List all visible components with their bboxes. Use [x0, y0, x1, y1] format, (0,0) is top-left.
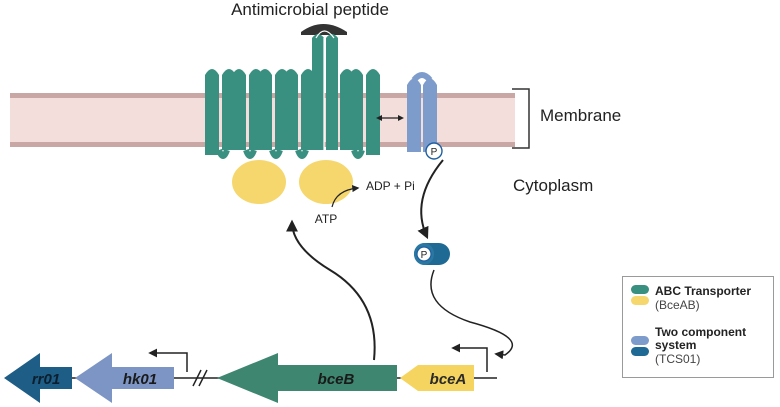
tcs-dark-swatch [631, 347, 649, 356]
interaction-double-arrow [376, 115, 404, 121]
legend-item-abc-transporter: ABC Transporter (BceAB) [631, 285, 751, 312]
bceB-transporter [205, 30, 380, 159]
legend-abc-sub: (BceAB) [655, 298, 700, 312]
response-regulator: P [414, 243, 450, 265]
legend-tcs-title-line2: system [655, 338, 697, 352]
legend-abc-title: ABC Transporter [655, 284, 752, 298]
svg-text:hk01: hk01 [123, 371, 157, 388]
gene-bceB: bceB [217, 353, 397, 403]
activation-arrow [430, 269, 513, 360]
promoter-hk01 [148, 348, 188, 372]
gene-hk01: hk01 [75, 353, 174, 403]
svg-text:bceA: bceA [430, 371, 467, 388]
abc-green-swatch [631, 285, 649, 294]
membrane-label: Membrane [540, 106, 621, 125]
cytoplasm-label: Cytoplasm [513, 176, 593, 195]
adp-pi-label: ADP + Pi [366, 179, 415, 193]
legend: ABC Transporter (BceAB) Two component sy… [622, 276, 774, 378]
phosphotransfer-arrow [417, 159, 444, 240]
antimicrobial-peptide [301, 24, 347, 35]
hk-phosphate: P [425, 142, 443, 160]
svg-text:P: P [431, 147, 438, 158]
svg-text:P: P [421, 250, 428, 261]
promoter-bceA [451, 343, 488, 372]
tcs-light-swatch [631, 336, 649, 345]
bceA-atpase-right [299, 160, 353, 204]
histidine-kinase [407, 72, 437, 152]
gene-rr01: rr01 [4, 353, 72, 403]
bceA-atpase-left [232, 160, 286, 204]
gene-bceA: bceA [400, 365, 474, 391]
legend-item-two-component: Two component system (TCS01) [631, 326, 746, 366]
atp-label: ATP [315, 212, 337, 226]
antimicrobial-peptide-label: Antimicrobial peptide [231, 0, 389, 19]
svg-text:bceB: bceB [318, 371, 355, 388]
membrane-bracket [512, 88, 530, 149]
expression-arrow [286, 219, 376, 361]
atp-hydrolysis-arrow [331, 184, 360, 208]
dna-break-mark [192, 369, 208, 387]
legend-tcs-sub: (TCS01) [655, 352, 701, 366]
legend-tcs-title-line1: Two component [655, 325, 747, 339]
abc-yellow-swatch [631, 296, 649, 305]
svg-text:rr01: rr01 [32, 371, 60, 388]
